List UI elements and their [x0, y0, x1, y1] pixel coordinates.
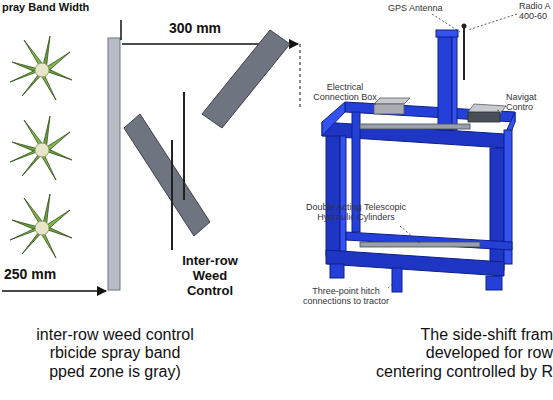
dimension-heading: pray Band Width: [2, 1, 142, 14]
dimension-value: 300 mm: [160, 20, 230, 36]
tool-label: Inter-row Weed Control: [170, 254, 250, 299]
part-label: Three-point hitch connections to tractor: [296, 286, 396, 307]
figure-caption: inter-row weed control rbicide spray ban…: [33, 326, 197, 381]
figure-caption: The side-shift fram developed for row ce…: [367, 326, 553, 381]
part-label: Navigat Contro: [506, 92, 546, 113]
part-label: Electrical Connection Box: [312, 82, 378, 103]
dimension-value: 250 mm: [4, 266, 84, 282]
part-label: Double Acting Telescopic Hydraulic Cylin…: [300, 202, 412, 223]
part-label: Radio A 400-60: [519, 1, 553, 22]
part-label: GPS Antenna: [388, 3, 458, 13]
